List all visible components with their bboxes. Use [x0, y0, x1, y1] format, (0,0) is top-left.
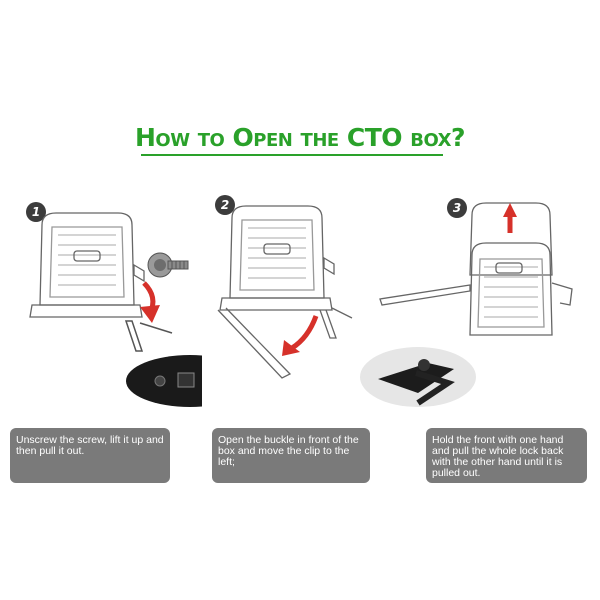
arrow-head-icon: [140, 305, 160, 323]
lock-removal-photo: [360, 347, 476, 407]
cto-box-drawing: [379, 202, 573, 336]
arrow-down-left-icon: [290, 315, 319, 351]
step-2-illustration: [217, 205, 353, 379]
step-1-illustration: [29, 212, 202, 407]
step-2-badge: 2: [215, 195, 235, 215]
step-1-badge: 1: [26, 202, 46, 222]
title-underline: [141, 154, 443, 156]
clip-latch-drawing: [124, 320, 173, 352]
cto-box-drawing: [29, 212, 145, 318]
step-3-caption: Hold the front with one hand and pull th…: [426, 428, 587, 483]
arrow-head-icon: [282, 340, 300, 356]
step-3-badge: 3: [447, 198, 467, 218]
step-3-illustration: [360, 202, 573, 407]
step-1-caption: Unscrew the screw, lift it up and then p…: [10, 428, 170, 483]
lock-closeup-photo: [126, 355, 202, 407]
arrow-head-icon: [503, 203, 517, 217]
screw-icon: [147, 252, 189, 278]
step-2-caption: Open the buckle in front of the box and …: [212, 428, 370, 483]
page-title: How to Open the CTO box?: [134, 123, 466, 152]
cto-box-drawing: [217, 205, 353, 379]
